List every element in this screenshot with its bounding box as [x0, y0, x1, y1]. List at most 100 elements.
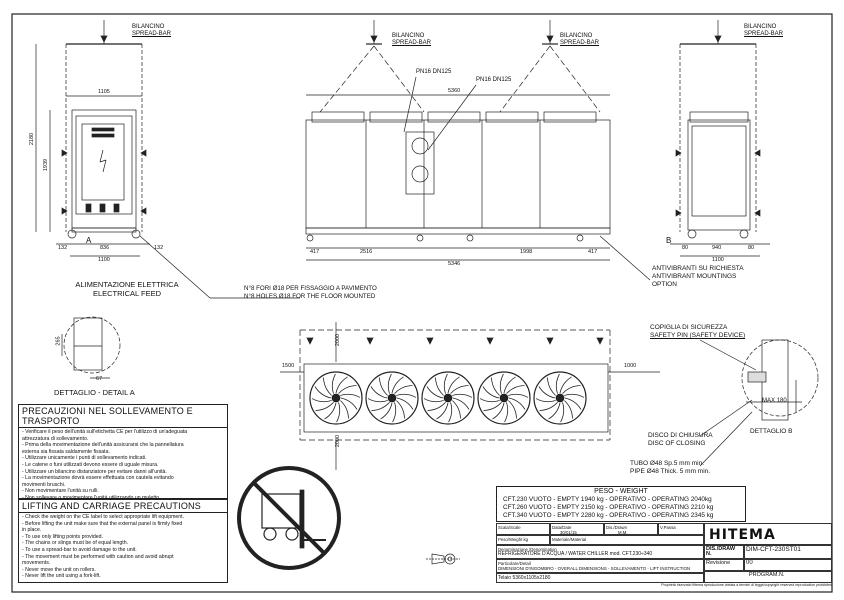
dim-5360: 5360 [448, 88, 461, 94]
precaution-it-item: - Utilizzare unicamente i punti di solle… [22, 455, 147, 462]
weight-title: PESO - WEIGHT [594, 488, 648, 495]
precaution-it-item: - Non movimentare l'unità su rulli. [22, 488, 99, 495]
dim-1100-front: 1100 [98, 257, 110, 263]
precaution-en-item: - To use a spread-bar to avoid damage to… [22, 546, 137, 553]
detail-a-title: DETTAGLIO - DETAIL A [54, 388, 135, 397]
verif-label: V.Passa [660, 525, 676, 530]
scale-label: Scala/Scale [498, 525, 521, 530]
precautions-it-list: - Verificare il peso dell'unità sull'eti… [19, 428, 227, 503]
precaution-it-item: esterna sia fissata saldamente fissata. [22, 448, 110, 455]
spread-bar-label-en-4: SPREAD-BAR [744, 30, 784, 37]
antivib-label-it: ANTIVIBRANTI SU RICHIESTA [652, 265, 744, 272]
revision-label: Revisione [706, 560, 731, 566]
dim-836: 836 [100, 245, 110, 251]
antivib-label-en2: OPTION [652, 281, 677, 288]
precaution-it-item: - Prima della movimentazione dell'unità … [22, 442, 184, 449]
precaution-en-item: - The chains or slings must be of equal … [22, 540, 129, 547]
disc-closing-it: DISCO DI CHIUSURA [648, 432, 713, 439]
dim-67: 67 [96, 376, 103, 382]
brand-logo: HITEMA [704, 523, 832, 545]
precautions-en-title: LIFTING AND CARRIAGE PRECAUTIONS [19, 500, 227, 513]
copyright-footer: Proprietà riservata Hitema riproduzione … [661, 583, 832, 587]
holes-label-en: N°8 HOLES Ø18 FOR THE FLOOR MOUNTED [244, 292, 376, 300]
dim-1000: 1000 [624, 363, 637, 369]
weight-table: PESO - WEIGHT CFT.230 VUOTO - EMPTY 1940… [496, 486, 746, 522]
weight-row: CFT.230 VUOTO - EMPTY 1940 kg - OPERATIV… [503, 496, 712, 503]
precautions-it-title: PRECAUZIONI NEL SOLLEVAMENTO E TRASPORTO [19, 405, 227, 428]
holes-leader [139, 235, 211, 299]
denomination-label: Denominazione /Denomination [498, 547, 557, 552]
fan-icon [309, 371, 363, 425]
weight-row: CFT.260 VUOTO - EMPTY 2150 kg - OPERATIV… [503, 504, 714, 511]
precaution-it-item: movimenti bruschi. [22, 481, 66, 488]
dim-940: 940 [712, 245, 722, 251]
program-number-label: PROGRAM.N. [749, 572, 785, 578]
safety-pin-it: COPIGLIA DI SICUREZZA [650, 324, 728, 331]
dim-417-b: 417 [588, 249, 598, 255]
pn16-label-b: PN16 DN125 [476, 77, 512, 83]
precaution-it-item: - Verificare il peso dell'unità sull'eti… [22, 429, 188, 435]
precautions-en-list: - Check the weight on the CE label to se… [19, 513, 227, 581]
spread-bar-label-en-2: SPREAD-BAR [392, 39, 432, 46]
dim-132-b: 132 [154, 245, 164, 251]
dim-265: 265 [55, 336, 62, 346]
material-label: Materiale/Material [552, 537, 587, 542]
max180-label: MAX 180 [762, 398, 787, 404]
pipe-spec-it: TUBO Ø48 Sp.5 mm min. [630, 460, 705, 467]
mark-a: A [86, 236, 92, 245]
spread-bar-label-it-4: BILANCINO [744, 24, 777, 30]
precaution-it-item: - Utilizzare un bilancino distanziatore … [22, 468, 167, 475]
dim-2180: 2180 [29, 132, 36, 146]
brand-text: HITEMA [709, 527, 776, 543]
electrical-feed-it: ALIMENTAZIONE ELETTRICA [75, 280, 179, 289]
plan-view [280, 322, 660, 470]
spread-bar-label-en: SPREAD-BAR [132, 30, 172, 37]
dim-80-a: 80 [682, 245, 689, 251]
safety-pin-en: SAFETY PIN (SAFETY DEVICE) [650, 332, 746, 339]
date-label: Data/Date [552, 525, 572, 530]
dim-1998: 1998 [520, 249, 533, 255]
dim-1100-right: 1100 [712, 257, 724, 263]
detail-a [61, 316, 121, 379]
denomination-value: REFRIGERATORE D'ACQUA / WATER CHILLER mo… [498, 551, 653, 557]
front-view [35, 20, 150, 257]
fan-icon [421, 371, 475, 425]
frame-dims: Telaio 5360x1105x2180 [498, 575, 551, 581]
fan-icon [533, 371, 587, 425]
precaution-en-item: - Before lifting the unit make sure that… [22, 520, 183, 527]
precautions-it-box: PRECAUZIONI NEL SOLLEVAMENTO E TRASPORTO… [18, 404, 228, 501]
right-view [670, 20, 770, 257]
fan-icon [365, 371, 419, 425]
weight-label: Peso/Weight kg [498, 537, 529, 542]
dim-132-a: 132 [58, 245, 68, 251]
drawing-number-label: DIS./DRAW N. [706, 546, 736, 557]
precaution-it-item: - Non sollevare o movimentare l'unità ut… [22, 494, 161, 501]
dim-80-b: 80 [748, 245, 755, 251]
dim-1500: 1500 [282, 363, 295, 369]
precaution-it-item: - La movimentazione dovrà essere effettu… [22, 475, 174, 482]
precaution-en-item: in place. [22, 527, 42, 534]
spread-bar-label-it-2: BILANCINO [392, 33, 425, 39]
dim-2000-b: 2000 [335, 434, 342, 448]
antivib-label-en1: ANTIVIBRANT MOUNTINGS [652, 273, 737, 280]
drawn-value: M.M. [618, 530, 628, 535]
pn16-label-a: PN16 DN125 [416, 69, 452, 75]
electrical-feed-en: ELECTRICAL FEED [92, 289, 162, 298]
detail-b-title: DETTAGLIO B [750, 428, 793, 435]
precaution-it-item: attrezzatura di sollevamento. [22, 435, 89, 442]
drawing-number-value: DIM-CFT-230ST01 [746, 546, 801, 553]
spread-bar-label-en-3: SPREAD-BAR [560, 39, 600, 46]
dim-5346: 5346 [448, 261, 461, 267]
dim-1105: 1105 [98, 89, 110, 95]
precaution-en-item: movements. [22, 560, 51, 567]
dim-1939: 1939 [43, 158, 50, 172]
detail-label: Particolare/Detail [498, 561, 531, 566]
projection-symbol [426, 553, 460, 565]
pipe-spec-en: PIPE Ø48 Thick. 5 mm min. [630, 468, 711, 475]
weight-row: CFT.340 VUOTO - EMPTY 2280 kg - OPERATIV… [503, 512, 714, 519]
precaution-en-item: - The movement must be performed with ca… [22, 553, 174, 560]
precautions-en-box: LIFTING AND CARRIAGE PRECAUTIONS - Check… [18, 499, 228, 583]
